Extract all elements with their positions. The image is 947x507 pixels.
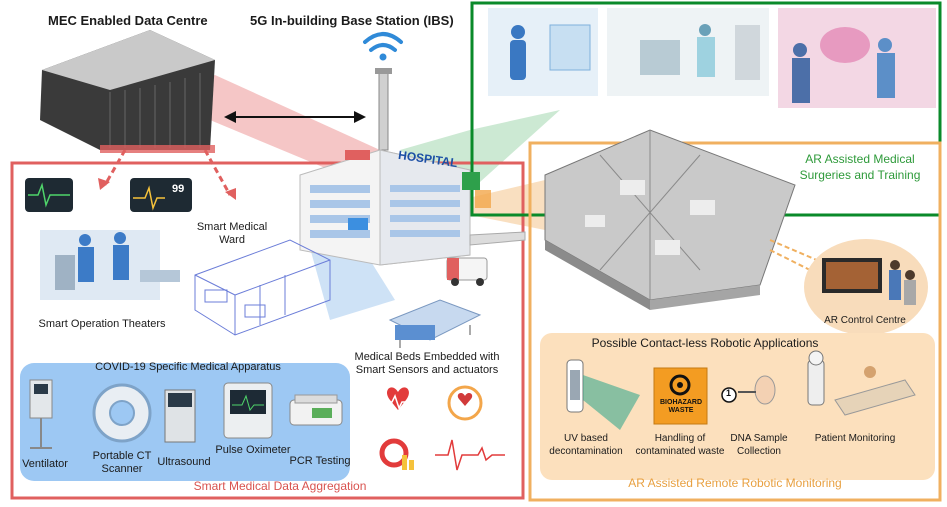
covid-item-ventilator: Ventilator	[22, 458, 68, 470]
mec-title: MEC Enabled Data Centre	[48, 13, 208, 28]
covid-apparatus-title: COVID-19 Specific Medical Apparatus	[95, 361, 281, 373]
biohazard-label: BIOHAZARD WASTE	[660, 399, 702, 414]
wifi-icon	[363, 32, 403, 52]
ot-monitor-1	[25, 178, 73, 212]
robotic-apps-box	[540, 333, 935, 480]
smart-ward-wireframe	[194, 239, 331, 336]
oxygen-saturation-icon	[379, 438, 414, 470]
medical-bed-image	[388, 299, 482, 348]
ultrasound-image	[164, 389, 196, 443]
dashed-connector-ot	[103, 149, 127, 186]
hospital-building-image	[299, 149, 526, 266]
pcr-machine-image	[289, 394, 343, 426]
covid-item-ct: Portable CT Scanner	[92, 450, 152, 475]
dna-step-number: 1	[726, 388, 732, 398]
robotic-monitoring-frame	[528, 141, 942, 502]
pulse-oximeter-image	[223, 382, 273, 439]
robotic-item-uv: UV based decontamination	[549, 433, 623, 457]
ar-control-label: AR Control Centre	[824, 315, 906, 326]
ecg-wave-icon	[435, 439, 505, 471]
heart-rate-icon	[380, 387, 414, 410]
ventilator-image	[29, 379, 53, 449]
smart-aggregation-frame	[10, 161, 525, 500]
monitor-readout: 99	[172, 183, 185, 195]
robotic-footer: AR Assisted Remote Robotic Monitoring	[628, 476, 842, 490]
biohazard-icon	[653, 367, 708, 425]
robotic-item-dna: DNA Sample Collection	[730, 433, 788, 457]
covid-item-ultrasound: Ultrasound	[157, 456, 211, 468]
ot-monitor-2	[130, 178, 192, 212]
robotic-item-waste: Handling of contaminated waste	[635, 433, 725, 457]
antenna-tower-image	[378, 69, 389, 151]
dashed-connector-ward	[203, 149, 232, 196]
covid-item-pcr: PCR Testing	[289, 455, 351, 467]
beds-label: Medical Beds Embedded with Smart Sensors…	[354, 351, 500, 376]
uv-robot-image	[566, 359, 640, 430]
robotic-apps-title: Possible Contact-less Robotic Applicatio…	[591, 336, 819, 350]
dna-swab-image	[721, 375, 776, 405]
portable-ct-image	[92, 383, 152, 443]
covid-item-pulse-oximeter: Pulse Oximeter	[215, 444, 291, 456]
monitoring-robot-image	[807, 350, 916, 416]
hospital-floorplan-image	[544, 129, 796, 310]
ar-surgery-label: AR Assisted Medical Surgeries and Traini…	[799, 152, 921, 182]
ibs-title: 5G In-building Base Station (IBS)	[250, 13, 454, 28]
heart-sensor-icon	[447, 385, 483, 421]
aggregation-footer: Smart Medical Data Aggregation	[193, 479, 367, 493]
operation-theaters-label: Smart Operation Theaters	[38, 318, 166, 330]
smart-ward-label: Smart Medical Ward	[196, 221, 268, 246]
robotic-item-patient-monitoring: Patient Monitoring	[814, 433, 896, 444]
ambulance-image	[446, 257, 488, 286]
